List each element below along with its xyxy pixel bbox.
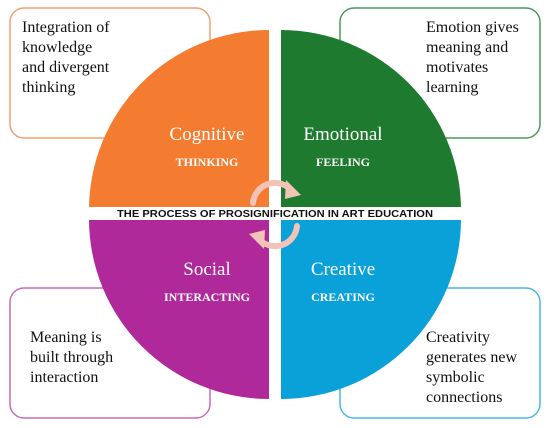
note-emotional-line: learning — [426, 79, 478, 96]
quadrant-social — [89, 219, 269, 399]
emotional-title: Emotional — [303, 124, 382, 145]
quadrant-creative — [281, 219, 461, 399]
quadrant-cognitive — [89, 30, 269, 210]
note-creative-line: connections — [426, 389, 502, 406]
note-cognitive: Integration of knowledge and divergent t… — [22, 19, 114, 96]
note-creative-line: symbolic — [426, 369, 485, 386]
cognitive-title: Cognitive — [170, 124, 245, 145]
note-social-line: interaction — [30, 369, 98, 386]
note-creative: Creativity generates new symbolic connec… — [426, 329, 521, 406]
central-band — [84, 207, 466, 220]
note-creative-line: generates new — [426, 349, 518, 366]
note-emotional: Emotion gives meaning and motivates lear… — [426, 19, 523, 96]
quadrant-emotional — [281, 30, 461, 210]
note-social: Meaning is built through interaction — [30, 329, 117, 386]
note-cognitive-line: knowledge — [22, 39, 92, 56]
note-emotional-line: motivates — [426, 59, 488, 76]
emotional-action: FEELING — [316, 155, 370, 169]
cycle-arrows-icon — [249, 179, 301, 250]
note-creative-line: Creativity — [426, 329, 490, 346]
social-title: Social — [183, 259, 231, 280]
note-cognitive-line: and divergent — [22, 59, 110, 76]
cognitive-action: THINKING — [176, 155, 239, 169]
note-cognitive-line: thinking — [22, 79, 75, 96]
note-cognitive-line: Integration of — [22, 19, 110, 36]
note-emotional-line: Emotion gives — [426, 19, 519, 36]
creative-title: Creative — [311, 259, 375, 280]
central-label: THE PROCESS OF PROSIGNIFICATION IN ART E… — [117, 208, 433, 220]
note-social-line: built through — [30, 349, 113, 366]
note-social-line: Meaning is — [30, 329, 102, 346]
social-action: INTERACTING — [164, 290, 250, 304]
creative-action: CREATING — [311, 290, 375, 304]
note-emotional-line: meaning and — [426, 39, 508, 56]
